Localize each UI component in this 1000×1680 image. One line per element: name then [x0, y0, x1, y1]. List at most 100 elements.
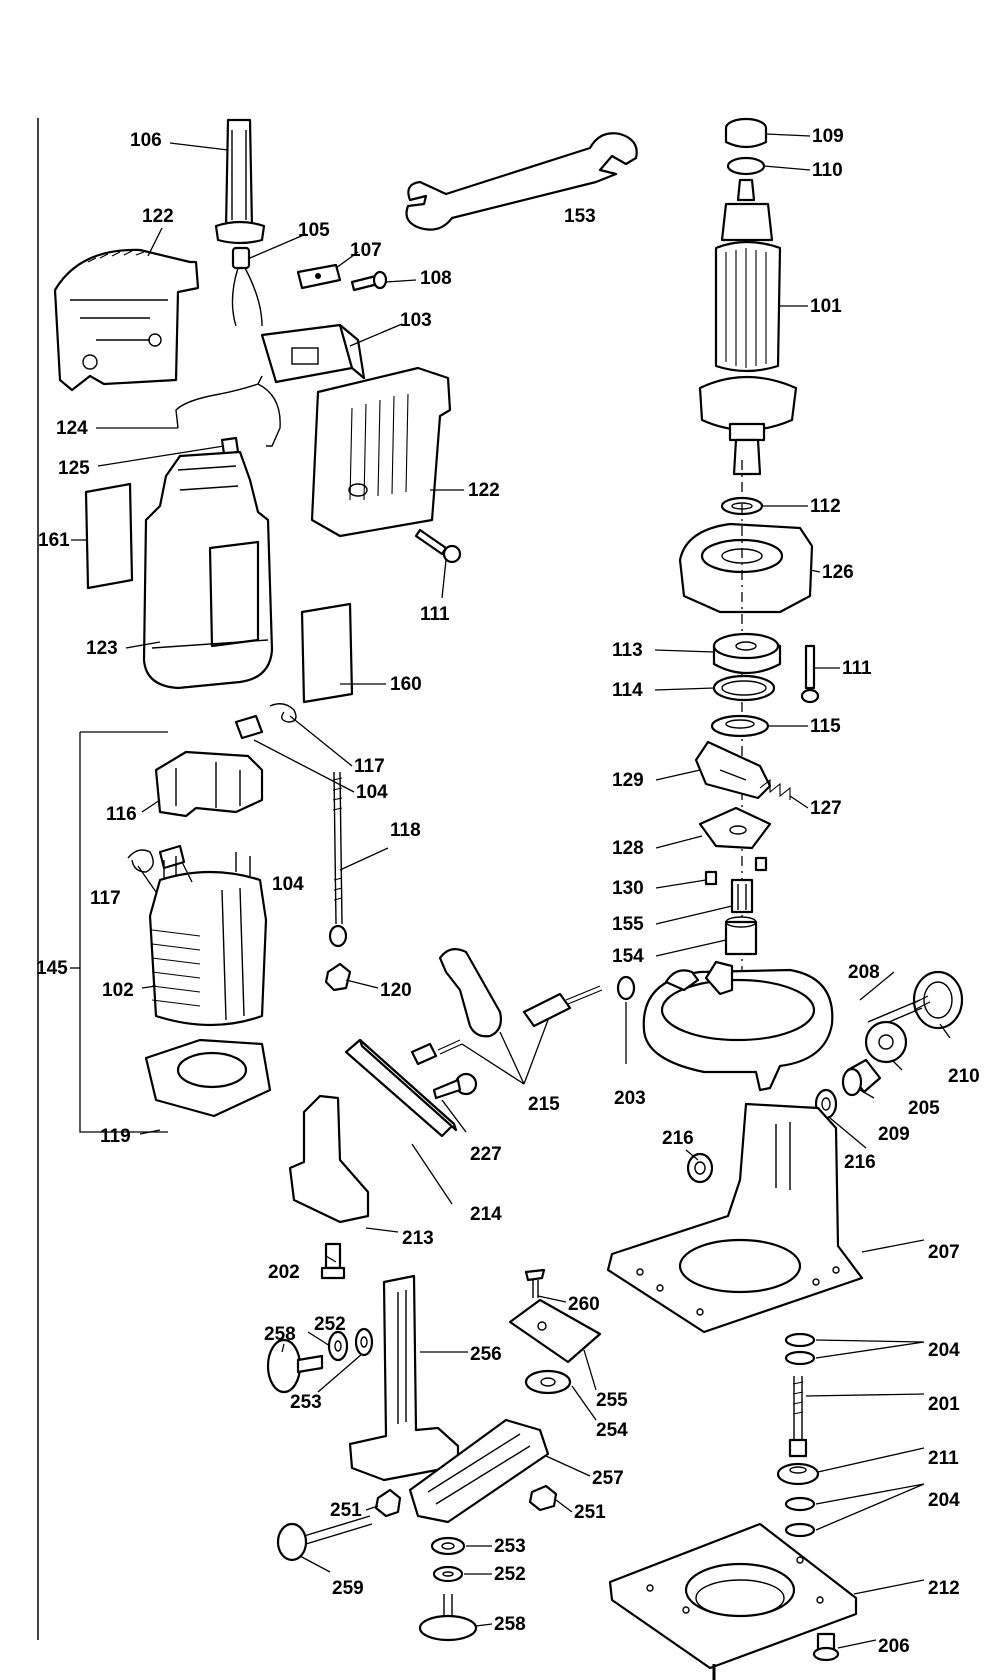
label-117-lower: 117 — [90, 888, 121, 909]
label-103: 103 — [400, 310, 432, 331]
label-101: 101 — [810, 296, 842, 317]
label-112: 112 — [810, 496, 841, 517]
part-160-label-plate — [300, 602, 354, 704]
part-258-knob-upper — [266, 1338, 324, 1394]
part-120-nut — [324, 962, 352, 992]
label-119: 119 — [100, 1126, 131, 1147]
label-253-lower: 253 — [494, 1536, 526, 1557]
part-130-screw — [704, 856, 768, 886]
label-118: 118 — [390, 820, 421, 841]
part-119-end-plate — [144, 1038, 272, 1118]
label-129: 129 — [612, 770, 644, 791]
label-210: 210 — [948, 1066, 980, 1087]
label-209: 209 — [878, 1124, 910, 1145]
part-155-collet — [730, 878, 754, 914]
part-257-roller-guide — [408, 1418, 550, 1524]
label-120: 120 — [380, 980, 412, 1001]
part-154-collet-nut — [724, 916, 758, 956]
label-127: 127 — [810, 798, 842, 819]
part-104-brush-lower — [158, 844, 186, 870]
label-252-lower: 252 — [494, 1564, 526, 1585]
label-251-left: 251 — [330, 1500, 362, 1521]
label-202: 202 — [268, 1262, 300, 1283]
part-208-clamping-ring — [642, 960, 834, 1092]
part-115-washer — [710, 714, 770, 738]
part-253-washer-upper — [354, 1327, 374, 1357]
bracket-145 — [79, 731, 168, 1133]
part-102-stator — [148, 852, 268, 1027]
part-104-brush-upper — [234, 714, 264, 740]
label-113: 113 — [612, 640, 643, 661]
part-204-washers-lower — [784, 1496, 816, 1538]
label-206: 206 — [878, 1636, 910, 1657]
label-153: 153 — [564, 206, 596, 227]
part-260-screw — [524, 1268, 546, 1298]
part-114-circlip — [712, 674, 776, 702]
part-127-spring — [759, 778, 791, 800]
label-106: 106 — [130, 130, 162, 151]
part-206-screw — [812, 1632, 840, 1662]
part-203-washer — [616, 975, 636, 1001]
label-110: 110 — [812, 160, 843, 181]
label-105: 105 — [298, 220, 330, 241]
label-203: 203 — [614, 1088, 646, 1109]
label-111-left: 111 — [420, 604, 450, 625]
label-201: 201 — [928, 1394, 960, 1415]
label-160: 160 — [390, 674, 422, 695]
label-215: 215 — [528, 1094, 560, 1115]
part-215-lever — [410, 947, 603, 1066]
part-107-cable-clamp — [296, 263, 342, 290]
part-258-knob-lower — [418, 1594, 478, 1642]
part-214-guide-plate — [344, 1038, 458, 1138]
label-227: 227 — [470, 1144, 502, 1165]
label-109: 109 — [812, 126, 844, 147]
part-122-housing-cover — [310, 366, 452, 538]
label-212: 212 — [928, 1578, 960, 1599]
leader-lines — [70, 133, 951, 1649]
label-205: 205 — [908, 1098, 940, 1119]
label-130: 130 — [612, 878, 644, 899]
part-113-bearing — [712, 632, 782, 674]
part-259-knob-screw — [276, 1515, 373, 1562]
label-258-upper: 258 — [264, 1324, 296, 1345]
label-258-lower: 258 — [494, 1614, 526, 1635]
label-213: 213 — [402, 1228, 434, 1249]
label-260: 260 — [568, 1294, 600, 1315]
part-204-washers-upper — [784, 1332, 816, 1366]
label-107: 107 — [350, 240, 382, 261]
part-101-armature — [698, 178, 798, 476]
label-123: 123 — [86, 638, 118, 659]
label-115: 115 — [810, 716, 841, 737]
part-252-washer-lower — [432, 1565, 464, 1583]
part-201-screw — [788, 1376, 808, 1458]
part-116-brush-holder — [154, 750, 264, 818]
label-102: 102 — [102, 980, 134, 1001]
label-124: 124 — [56, 418, 88, 439]
part-153-wrench — [405, 132, 638, 231]
part-251-nut-right — [528, 1484, 558, 1512]
label-257: 257 — [592, 1468, 624, 1489]
label-116: 116 — [106, 804, 137, 825]
label-251-right: 251 — [574, 1502, 606, 1523]
part-207-router-base — [606, 1102, 864, 1334]
label-117-upper: 117 — [354, 756, 385, 777]
part-111-screw-right — [800, 644, 820, 704]
part-252-washer-upper — [327, 1330, 349, 1362]
part-202-screw — [320, 1242, 346, 1280]
label-125: 125 — [58, 458, 90, 479]
label-255: 255 — [596, 1390, 628, 1411]
label-111-right: 111 — [842, 658, 872, 679]
label-104-lower: 104 — [272, 874, 304, 895]
label-207: 207 — [928, 1242, 960, 1263]
part-124-wire — [175, 375, 281, 447]
part-209-threaded-bush — [841, 1058, 882, 1097]
part-128-lock-plate — [698, 806, 772, 850]
label-154: 154 — [612, 946, 644, 967]
part-122-housing-half-left — [53, 248, 200, 392]
part-108-screw — [350, 270, 388, 292]
label-108: 108 — [420, 268, 452, 289]
part-161-label-plate — [84, 482, 134, 590]
label-204-lower: 204 — [928, 1490, 960, 1511]
part-123-motor-housing — [142, 450, 274, 690]
